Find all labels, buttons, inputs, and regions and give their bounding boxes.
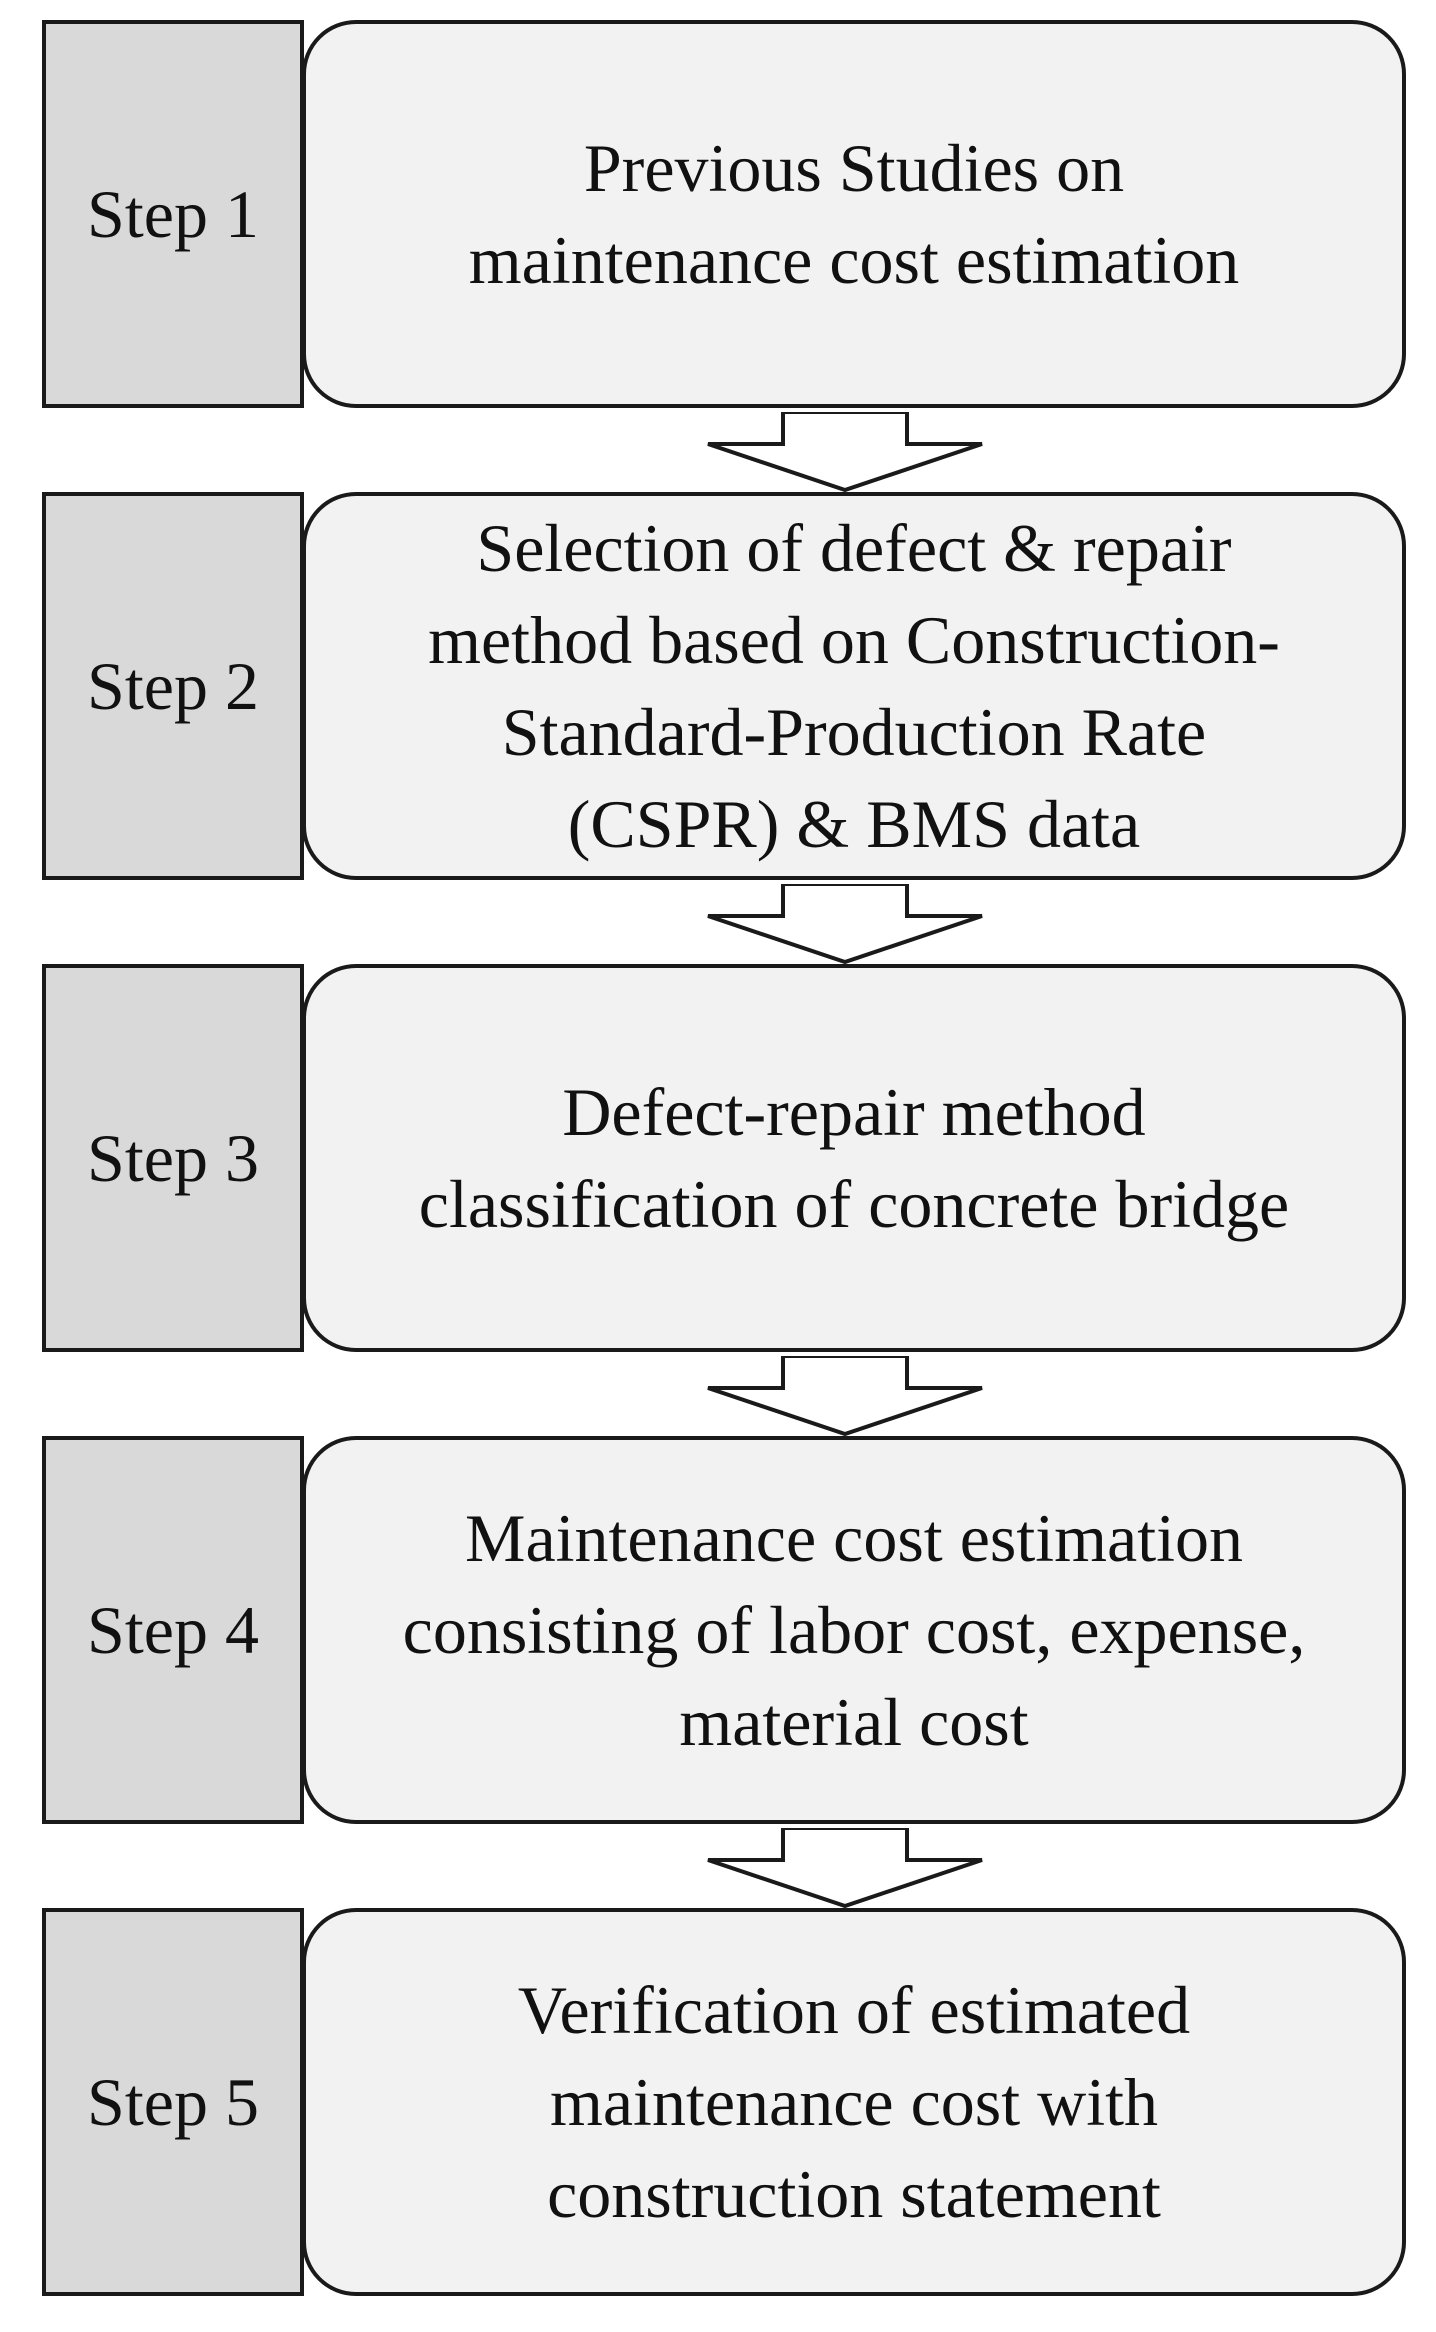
step-1-box: Previous Studies on maintenance cost est… <box>302 20 1406 408</box>
step-3-text: Defect-repair method classification of c… <box>418 1074 1290 1242</box>
down-arrow-2 <box>707 884 983 965</box>
step-5-box: Verification of estimated maintenance co… <box>302 1908 1406 2296</box>
down-arrow-1 <box>707 412 983 493</box>
step-4-label: Step 4 <box>42 1436 304 1824</box>
step-3-box: Defect-repair method classification of c… <box>302 964 1406 1352</box>
step-4-text: Maintenance cost estimation consisting o… <box>402 1500 1306 1760</box>
step-5-text: Verification of estimated maintenance co… <box>517 1972 1191 2232</box>
step-2-label-text: Step 2 <box>87 648 259 724</box>
step-1-text: Previous Studies on maintenance cost est… <box>468 130 1240 298</box>
step-3-label-text: Step 3 <box>87 1120 259 1196</box>
step-5-label-text: Step 5 <box>87 2064 259 2140</box>
step-1-label-text: Step 1 <box>87 176 259 252</box>
step-2-text: Selection of defect & repair method base… <box>428 510 1280 862</box>
down-arrow-4 <box>707 1828 983 1909</box>
step-2-box: Selection of defect & repair method base… <box>302 492 1406 880</box>
down-arrow-3 <box>707 1356 983 1437</box>
step-4-box: Maintenance cost estimation consisting o… <box>302 1436 1406 1824</box>
step-4-label-text: Step 4 <box>87 1592 259 1668</box>
step-1-label: Step 1 <box>42 20 304 408</box>
step-2-label: Step 2 <box>42 492 304 880</box>
step-5-label: Step 5 <box>42 1908 304 2296</box>
step-3-label: Step 3 <box>42 964 304 1352</box>
